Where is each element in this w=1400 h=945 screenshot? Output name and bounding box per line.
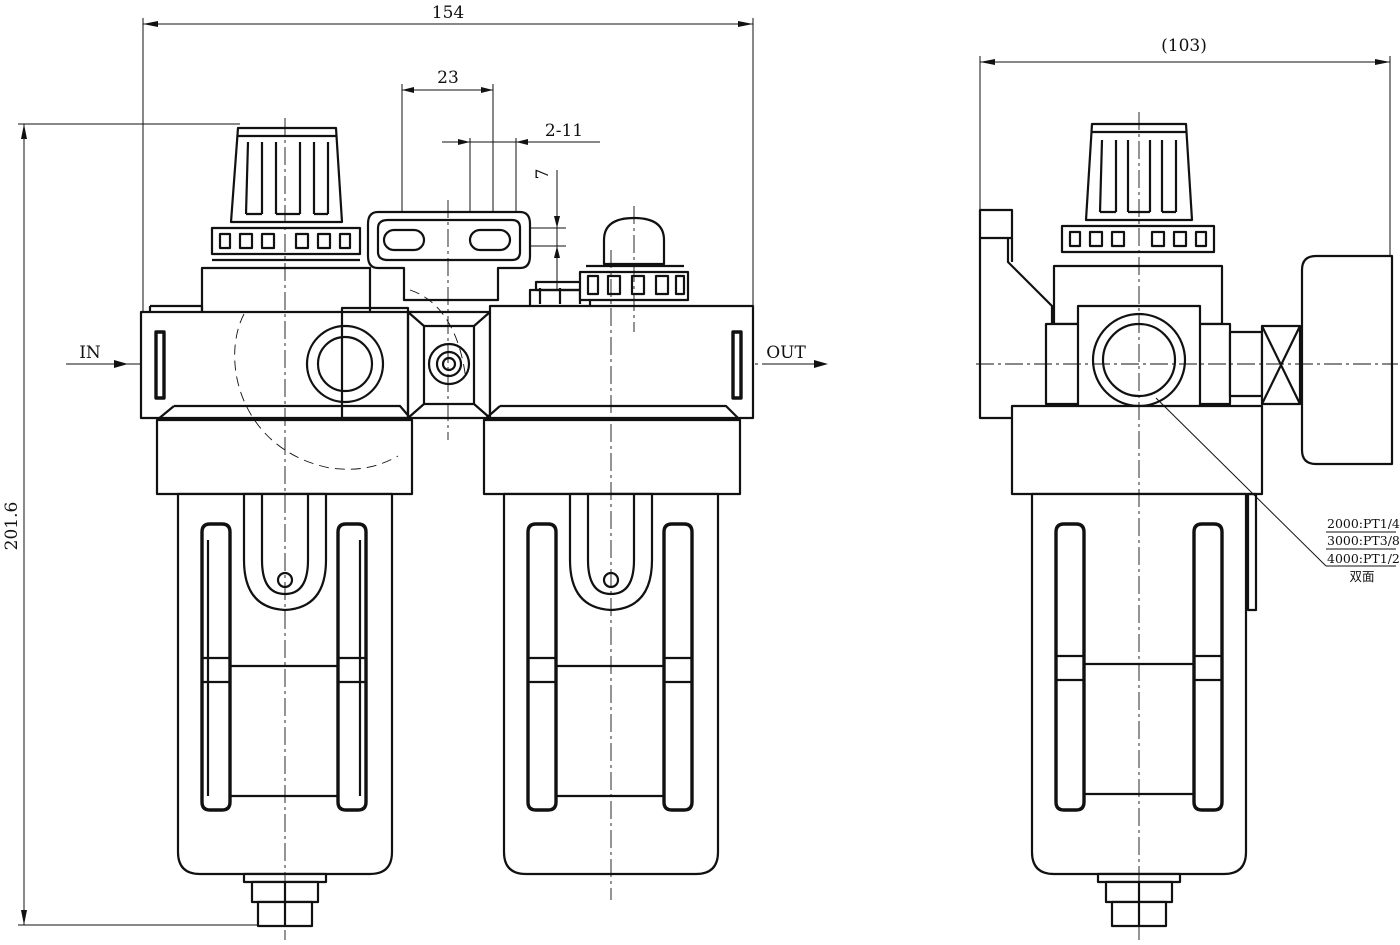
side-collar — [1010, 404, 1264, 496]
port-size-line-4000: 4000:PT1/2 — [1327, 551, 1400, 566]
gauge-port — [305, 324, 385, 404]
dimension-overall-width: 154 — [142, 3, 754, 312]
filter-regulator-unit — [139, 118, 414, 940]
dimension-label-2-11: 2-11 — [545, 121, 583, 141]
dimension-label-154: 154 — [432, 3, 464, 23]
dimension-label-7: 7 — [533, 169, 553, 180]
mounting-bracket — [366, 200, 532, 440]
dimension-overall-height: 201.6 — [2, 123, 262, 926]
port-size-callout: 2000:PT1/4 3000:PT3/8 4000:PT1/2 双面 — [1155, 397, 1400, 584]
port-size-line-3000: 3000:PT3/8 — [1327, 533, 1400, 548]
dimension-label-103: (103) — [1161, 36, 1207, 56]
side-view — [976, 112, 1398, 940]
outlet-label: OUT — [766, 343, 806, 363]
dimension-bracket-spacing: 23 — [401, 68, 494, 222]
dimension-reference-width: (103) — [979, 36, 1391, 258]
port-size-line-2000: 2000:PT1/4 — [1327, 516, 1400, 531]
side-mounting-bracket — [978, 208, 1054, 420]
lubricator-bowl — [502, 492, 720, 876]
inlet-label: IN — [79, 343, 101, 363]
regulator-knob — [210, 126, 362, 262]
dimension-label-201-6: 201.6 — [2, 502, 22, 551]
lubricator-collar — [482, 418, 742, 496]
modular-connector — [340, 306, 492, 420]
port-size-note: 双面 — [1349, 569, 1374, 584]
lubricator-body — [488, 304, 755, 420]
lubricator-unit — [482, 206, 755, 900]
side-regulator-knob — [1060, 122, 1216, 254]
side-drain — [1096, 872, 1182, 928]
dimension-label-23: 23 — [437, 68, 459, 88]
bowl-collar — [155, 418, 414, 496]
